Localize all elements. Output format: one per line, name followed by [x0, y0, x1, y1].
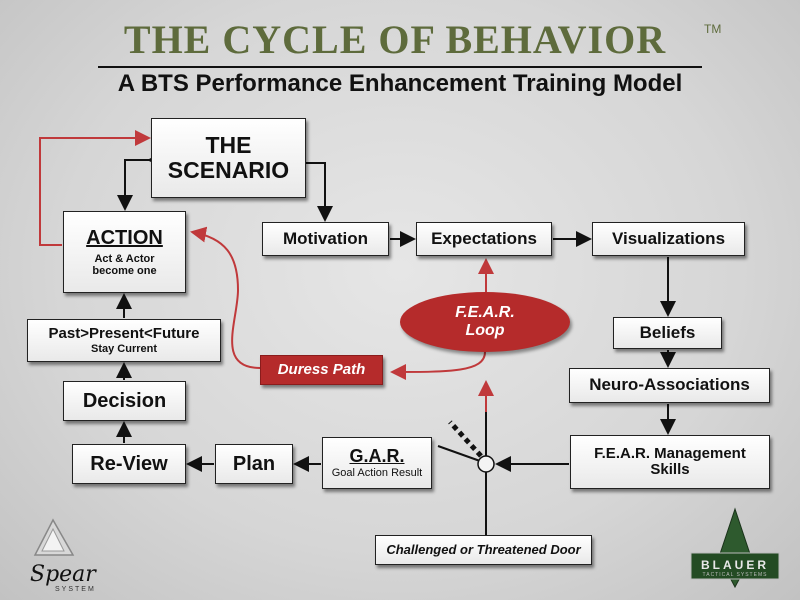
action-sub2: become one — [92, 265, 157, 277]
node-action: ACTION Act & Actor become one — [63, 211, 186, 293]
arrow-duress-action — [190, 226, 261, 369]
title-divider — [98, 66, 702, 68]
node-review: Re-View — [72, 444, 186, 484]
arrow-action-scenario-red — [39, 130, 151, 246]
node-expectations: Expectations — [416, 222, 552, 256]
action-title: ACTION — [86, 226, 163, 249]
scenario-line1: THE — [205, 131, 252, 158]
node-visualizations: Visualizations — [592, 222, 745, 256]
subtitle: A BTS Performance Enhancement Training M… — [117, 70, 683, 97]
node-gar: G.A.R. Goal Action Result — [322, 437, 432, 489]
fear-mgmt-line1: F.E.A.R. Management — [594, 444, 746, 462]
blauer-logo: BLAUER TACTICAL SYSTEMS — [690, 507, 780, 589]
arrow-scenario-action — [117, 152, 163, 211]
fear-mgmt-line2: Skills — [650, 461, 690, 478]
arrow-scenario-motivation — [306, 162, 333, 222]
gar-sub: Goal Action Result — [331, 466, 423, 479]
svg-text:SYSTEM: SYSTEM — [55, 586, 96, 593]
svg-text:BLAUER: BLAUER — [701, 558, 769, 572]
node-plan: Plan — [215, 444, 293, 484]
node-beliefs: Beliefs — [613, 317, 722, 349]
node-fear-loop: F.E.A.R. Loop — [400, 292, 570, 352]
spear-system-logo: Spear SYSTEM — [30, 518, 97, 593]
node-decision: Decision — [63, 381, 186, 421]
fear-loop-line1: F.E.A.R. — [455, 304, 515, 322]
line-switch-lever — [437, 445, 481, 462]
arrow-fearloop-duress — [390, 351, 486, 380]
switch-pivot — [477, 455, 495, 473]
scenario-line2: SCENARIO — [167, 157, 290, 183]
past-sub: Stay Current — [90, 342, 158, 355]
svg-text:TACTICAL SYSTEMS: TACTICAL SYSTEMS — [703, 572, 768, 578]
node-motivation: Motivation — [262, 222, 389, 256]
node-fear-management-skills: F.E.A.R. Management Skills — [570, 435, 770, 489]
node-neuro-associations: Neuro-Associations — [569, 368, 770, 403]
fear-loop-line2: Loop — [465, 322, 505, 339]
gar-title: G.A.R. — [349, 446, 405, 467]
action-sub1: Act & Actor — [94, 252, 155, 265]
main-title: THE CYCLE OF BEHAVIOR — [123, 17, 667, 62]
trademark: TM — [704, 22, 722, 36]
node-the-scenario: THE SCENARIO — [151, 118, 306, 198]
node-challenged-door: Challenged or Threatened Door — [375, 535, 592, 565]
node-past-present-future: Past>Present<Future Stay Current — [27, 319, 221, 362]
node-duress-path: Duress Path — [260, 355, 383, 385]
switch-dotted-line — [448, 420, 483, 458]
past-title: Past>Present<Future — [48, 325, 200, 343]
svg-text:Spear: Spear — [30, 562, 97, 587]
